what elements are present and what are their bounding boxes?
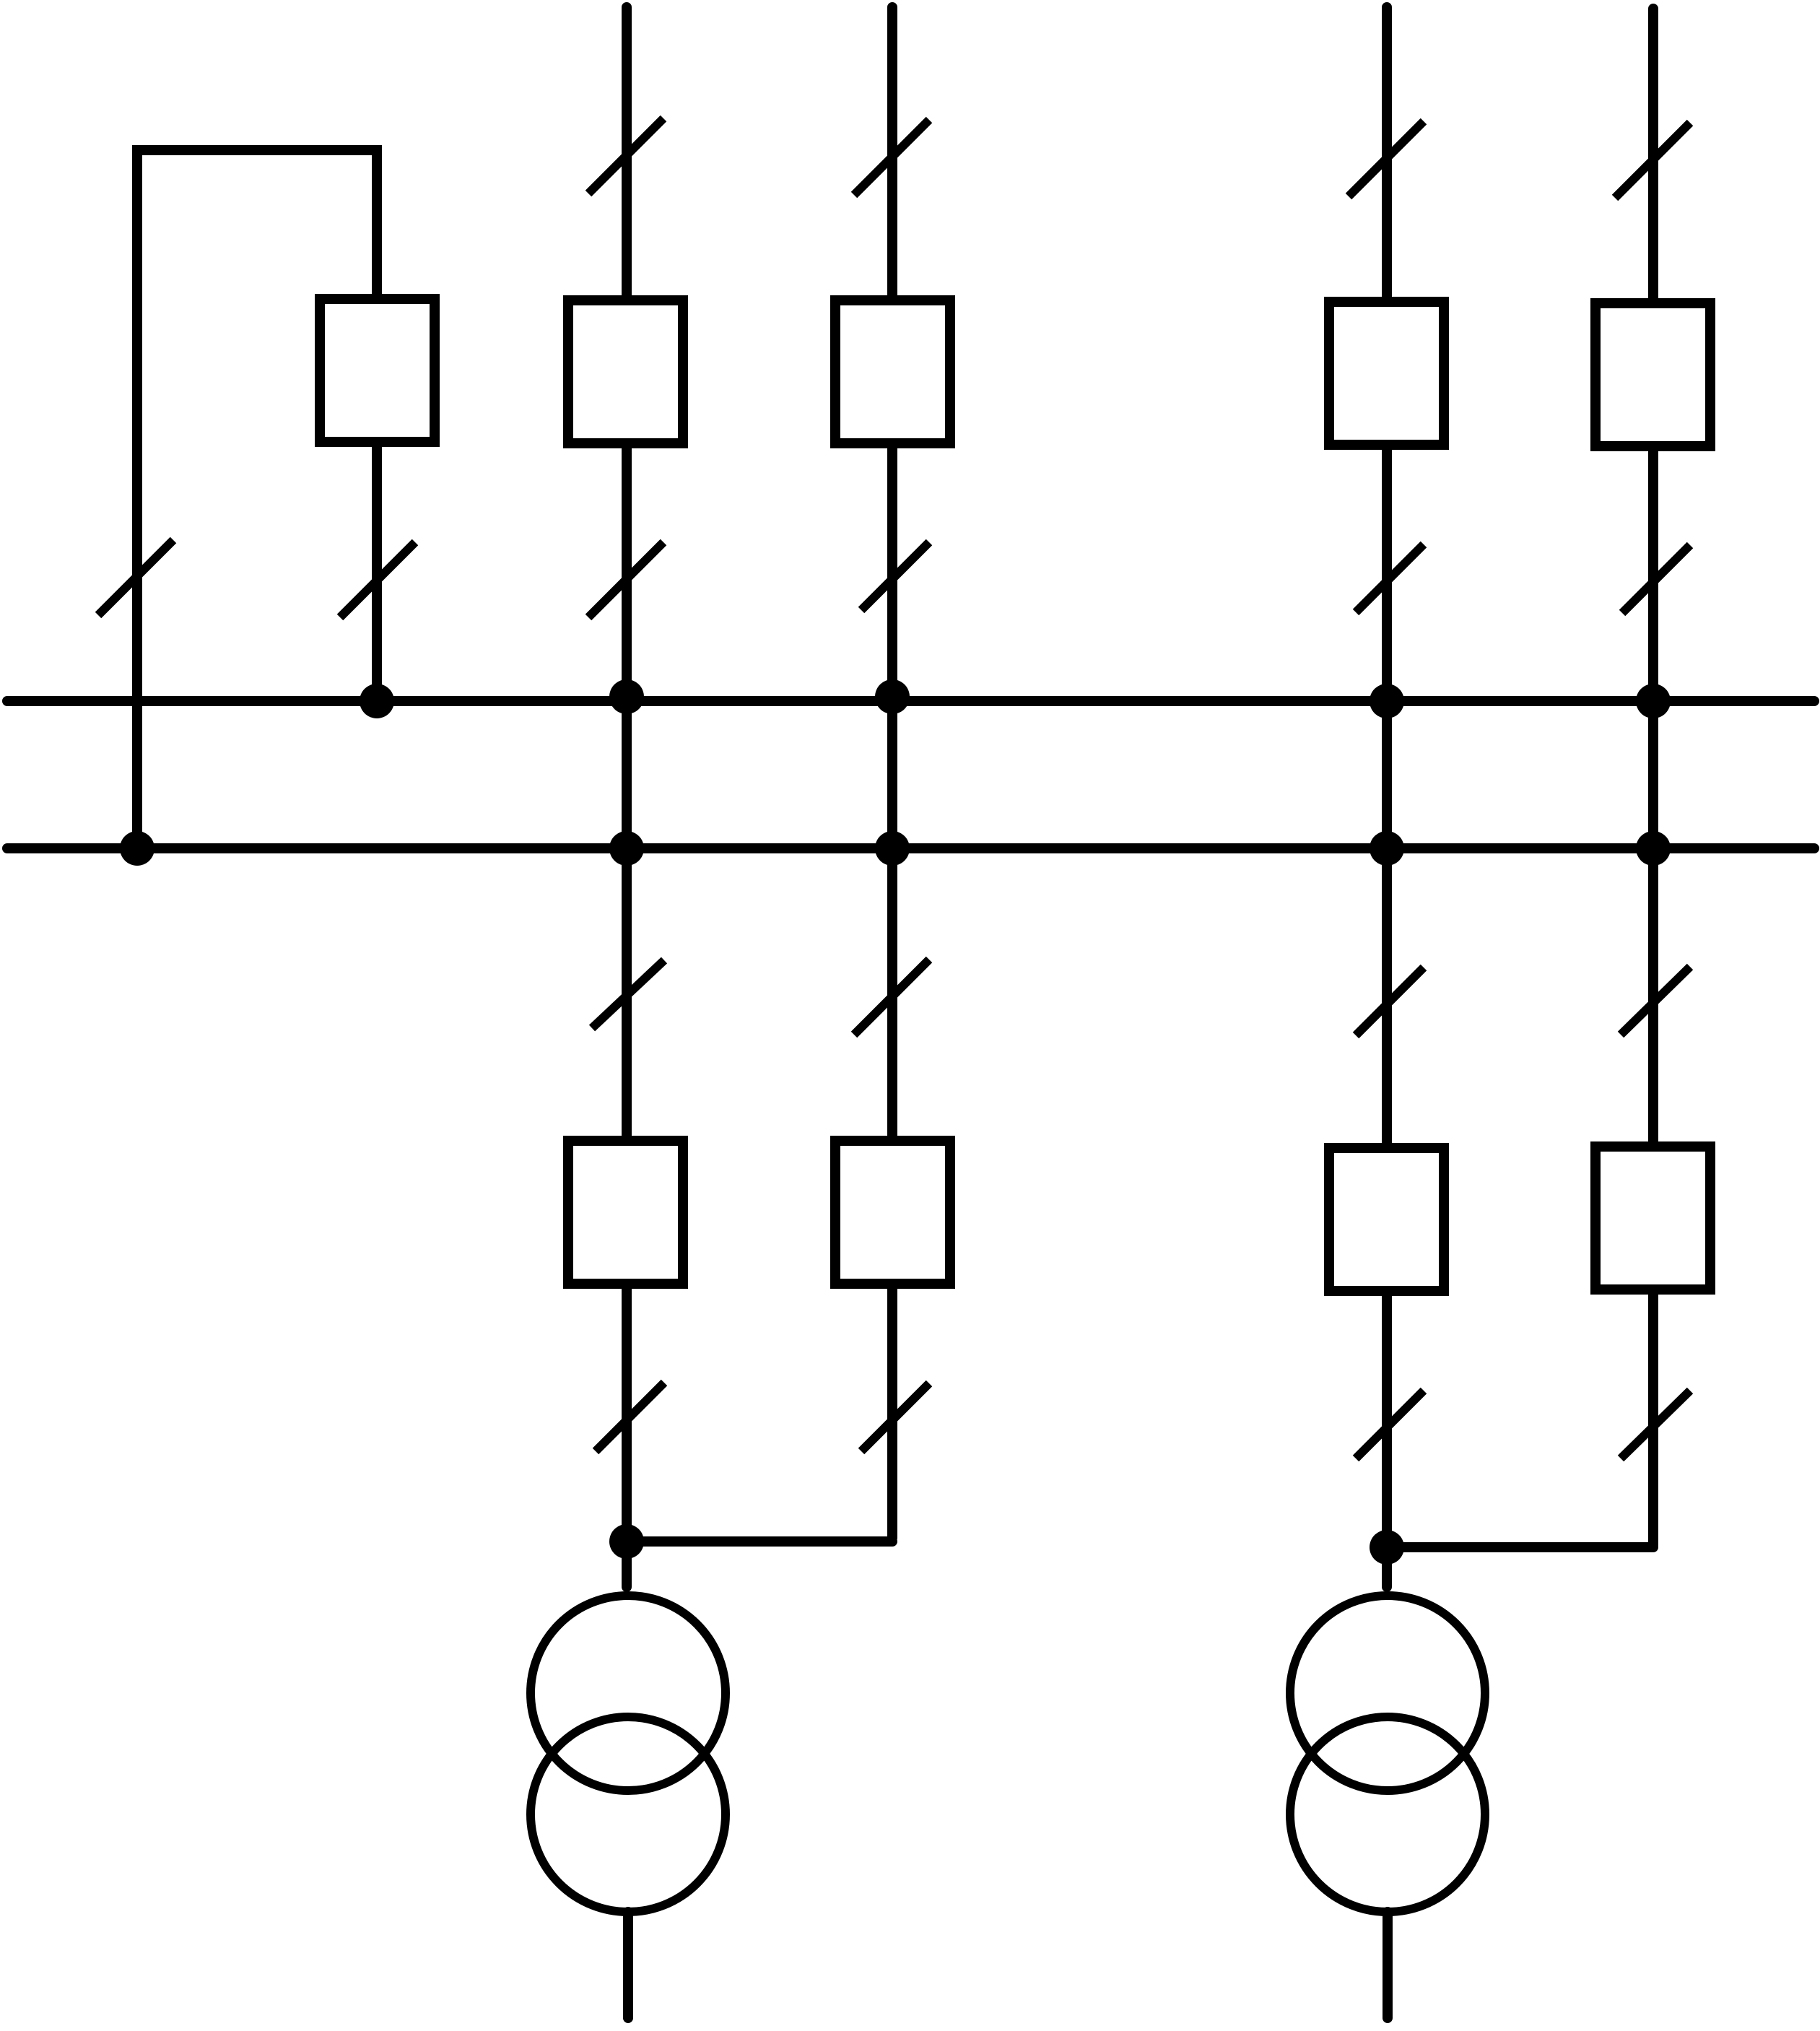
junction-2-lower (875, 831, 910, 866)
feeder-2-line-disconnect-icon (850, 116, 933, 199)
transformer-1-primary-winding-icon (526, 1591, 730, 1795)
transformer-2b-bus-disconnect-icon (1617, 963, 1694, 1038)
feeder-2-bus-disconnect-icon (858, 539, 933, 614)
transformer-1-secondary-winding-icon (526, 1713, 730, 1916)
transformer-1b-bus-disconnect-icon (850, 956, 933, 1038)
feeder-3-bus-disconnect-icon (1352, 541, 1427, 616)
junction-4-upper (1636, 684, 1671, 718)
transformer-2a-disconnect-icon (1352, 1387, 1427, 1462)
feeder-3-line-disconnect-icon (1345, 118, 1427, 200)
feeder-1-line-disconnect-icon (585, 115, 667, 197)
junction-2-upper (875, 679, 910, 714)
transformer-1a-bus-disconnect-icon (588, 957, 668, 1032)
transformer-2-primary-winding-icon (1286, 1591, 1489, 1795)
junction-1-lower (609, 831, 644, 866)
feeder-4-line-disconnect-icon (1611, 119, 1694, 201)
junction-4-lower (1636, 831, 1671, 866)
coupler-connection (132, 145, 382, 853)
transformer-1b-disconnect-icon (858, 1380, 933, 1455)
feeder-1-bus-disconnect-icon (585, 539, 667, 621)
transformer-1a-disconnect-icon (592, 1379, 668, 1455)
feeder-2-breaker (830, 295, 955, 448)
transformer-2a-breaker (1324, 1143, 1449, 1296)
transformer-2b-breaker (1590, 1141, 1715, 1295)
feeder-4-bus-disconnect-icon (1619, 542, 1694, 617)
feeder-4-breaker (1590, 298, 1715, 451)
junction-3-upper (1370, 684, 1404, 718)
coupler-junction-lower (120, 831, 154, 866)
bay-column-1 (563, 2, 688, 1557)
junction-3-lower (1370, 831, 1404, 866)
bay-column-3 (1324, 2, 1449, 1557)
feeder-1-breaker (563, 295, 688, 448)
bay-column-2 (830, 2, 955, 1543)
transformer-1 (526, 1524, 897, 2023)
coupler-junction-upper (360, 684, 394, 718)
transformer-2 (1286, 1530, 1658, 2023)
coupler-disconnect-upper-icon (336, 539, 419, 621)
coupler-circuit-breaker (315, 294, 440, 447)
feeder-3-breaker (1324, 297, 1449, 450)
junction-1-upper (609, 679, 644, 714)
transformer-2-secondary-winding-icon (1286, 1713, 1489, 1916)
transformer-2b-disconnect-icon (1617, 1387, 1694, 1462)
bay-column-4 (1590, 4, 1715, 1550)
transformer-2a-bus-disconnect-icon (1352, 964, 1427, 1039)
transformer-1a-breaker (563, 1136, 688, 1289)
transformer-1b-breaker (830, 1136, 955, 1289)
coupler-disconnect-lower-icon (95, 536, 177, 619)
bus-coupler-bay (95, 145, 440, 866)
